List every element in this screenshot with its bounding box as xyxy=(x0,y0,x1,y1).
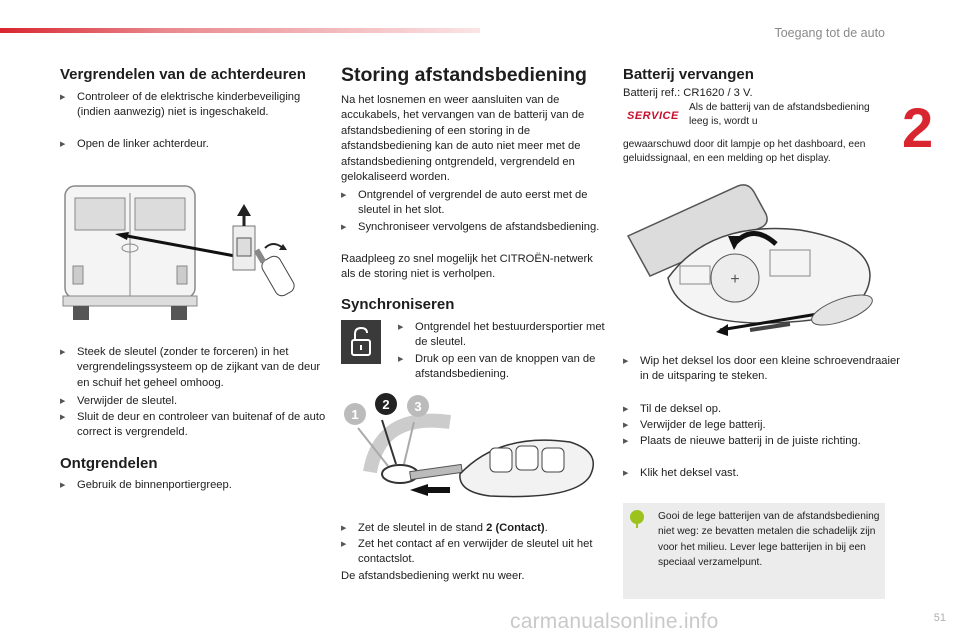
section-header: Toegang tot de auto xyxy=(774,26,885,40)
list-item: Steek de sleutel (zonder te forceren) in… xyxy=(60,345,332,391)
padlock-icon xyxy=(341,320,381,364)
title-remote-failure: Storing afstandsbediening xyxy=(341,64,587,86)
title-unlock: Ontgrendelen xyxy=(60,455,158,472)
title-synchronise: Synchroniseren xyxy=(341,296,455,313)
title-rear-doors: Vergrendelen van de achterdeuren xyxy=(60,66,306,83)
paragraph: Raadpleeg zo snel mogelijk het CITROËN-n… xyxy=(341,253,593,281)
battery-plus-mark: + xyxy=(730,271,739,288)
list-item: Plaats de nieuwe batterij in de juiste r… xyxy=(623,434,902,450)
header-accent-bar xyxy=(0,28,480,33)
battery-ref: Batterij ref.: CR1620 / 3 V. xyxy=(623,87,753,99)
list-item: Synchroniseer vervolgens de afstandsbedi… xyxy=(341,220,620,236)
page-number: 51 xyxy=(933,612,946,624)
step-badge-2: 2 xyxy=(375,393,397,415)
list-item: Ontgrendel het bestuurdersportier met de… xyxy=(398,320,620,351)
van-rear-illustration xyxy=(62,185,295,320)
step-badge-1: 1 xyxy=(344,403,366,425)
list-item: Controleer of de elektrische kinderbevei… xyxy=(60,90,332,121)
list-item: Klik het deksel vast. xyxy=(623,466,902,482)
chapter-number: 2 xyxy=(902,96,934,159)
environment-info-box: Gooi de lege batterijen van de afstandsb… xyxy=(623,503,885,599)
list-item: Verwijder de lege batterij. xyxy=(623,418,902,434)
service-warning-icon: SERVICE xyxy=(627,110,679,122)
step-badge-3: 3 xyxy=(407,395,429,417)
list-item: Til de deksel op. xyxy=(623,402,902,418)
service-text-cont: gewaarschuwd door dit lampje op het dash… xyxy=(623,139,866,165)
eco-leaf-icon xyxy=(630,510,644,528)
list-item: Zet het contact af en verwijder de sleut… xyxy=(341,537,620,568)
watermark: carmanualsonline.info xyxy=(510,610,719,633)
list-item: Wip het deksel los door een kleine schro… xyxy=(623,354,902,385)
paragraph: De afstandsbediening werkt nu weer. xyxy=(341,570,525,582)
step-label-1: 1 xyxy=(351,407,358,422)
list-item: Druk op een van de knoppen van de afstan… xyxy=(398,352,620,383)
paragraph: Na het losnemen en weer aansluiten van d… xyxy=(341,94,585,184)
step-label-2: 2 xyxy=(382,397,389,412)
step-label-3: 3 xyxy=(414,399,421,414)
key-battery-illustration: + xyxy=(626,184,873,336)
service-text: Als de batterij van de afstandsbediening… xyxy=(689,102,870,128)
list-item: Verwijder de sleutel. xyxy=(60,394,332,410)
environment-text: Gooi de lege batterijen van de afstandsb… xyxy=(658,511,880,569)
list-item: Open de linker achterdeur. xyxy=(60,137,332,153)
list-item: Zet de sleutel in de stand 2 (Contact). xyxy=(341,521,620,537)
title-battery-replace: Batterij vervangen xyxy=(623,66,754,83)
list-item: Sluit de deur en controleer van buitenaf… xyxy=(60,410,332,441)
key-ignition-illustration: 1 2 3 xyxy=(344,393,594,498)
list-item: Gebruik de binnenportiergreep. xyxy=(60,478,332,494)
list-item: Ontgrendel of vergrendel de auto eerst m… xyxy=(341,188,620,219)
